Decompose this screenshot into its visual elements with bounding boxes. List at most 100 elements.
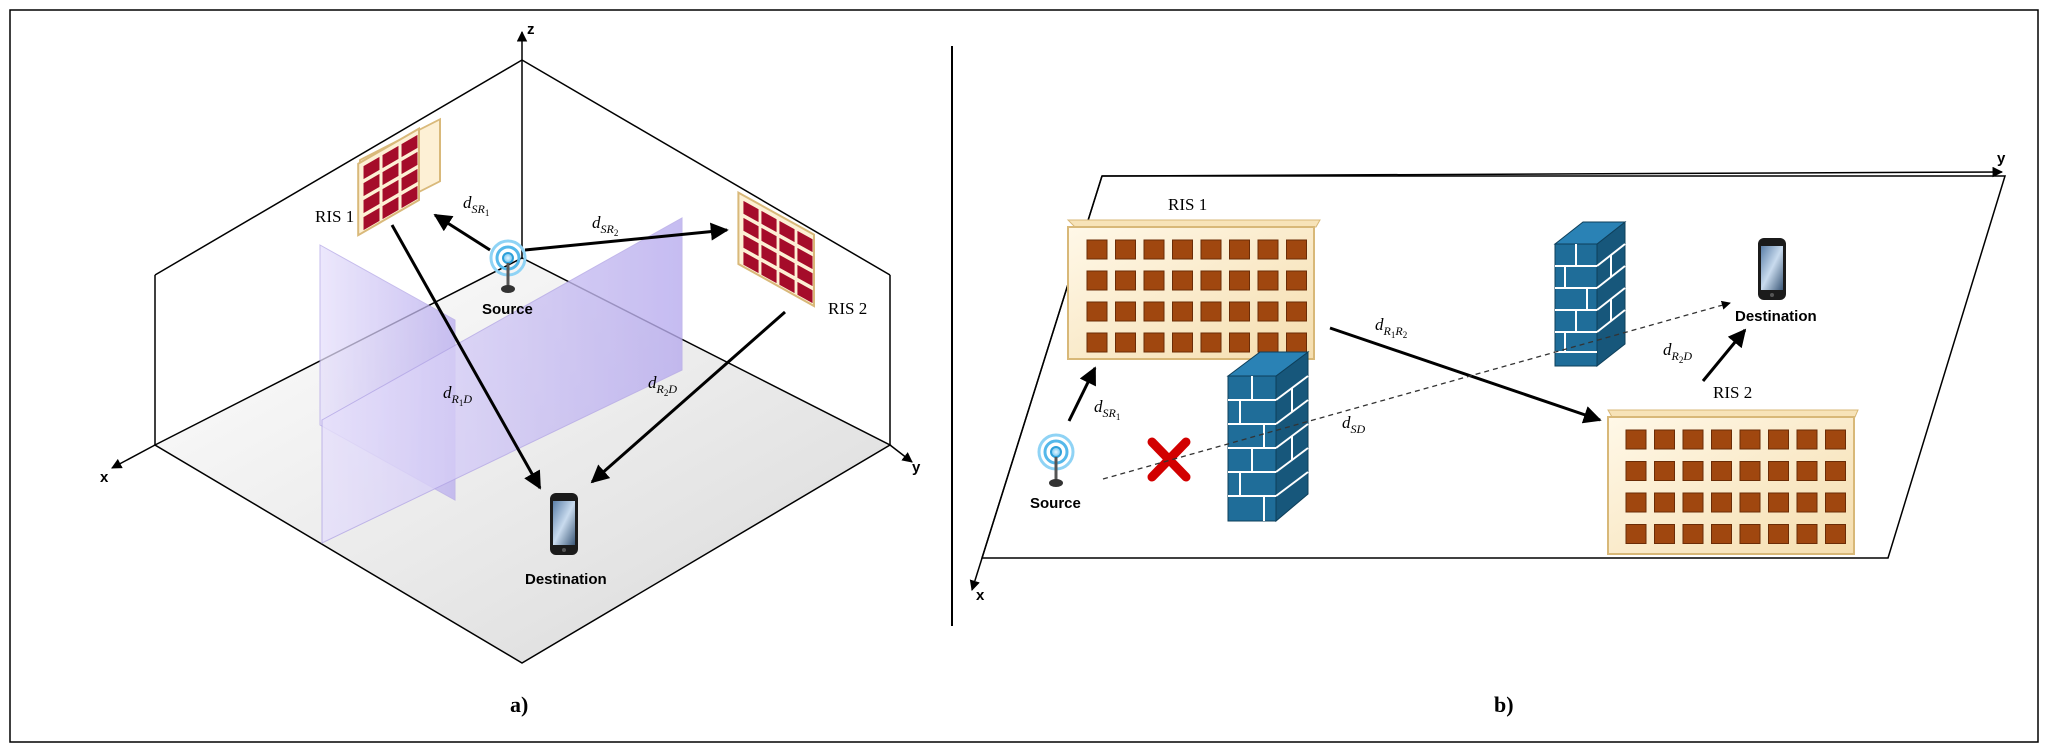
ris-1-element (1115, 332, 1136, 353)
ris-2-element (1654, 429, 1675, 450)
brick-wall-2 (1553, 220, 1627, 368)
ris-2-element (743, 234, 759, 257)
ris-1-element (1286, 301, 1307, 322)
ris-2-element (1825, 461, 1846, 481)
ris-2-elements (1625, 429, 1846, 544)
ris-1-element (1115, 301, 1136, 322)
destination-phone (550, 493, 578, 555)
y-axis (1101, 166, 2004, 178)
link-ris1-destination (390, 224, 542, 490)
ris-2-element (1654, 492, 1675, 513)
ris-1-element (1172, 239, 1193, 260)
ris-2-element (1739, 461, 1761, 481)
source-label: Source (1030, 495, 1081, 512)
ris-1-element (1200, 239, 1222, 260)
ris-1-element (1257, 301, 1279, 322)
ris-1-element (1257, 239, 1279, 260)
panel-a: z x y RIS 1 RIS 2 Source (100, 21, 921, 717)
label-d-sr1: dSR1 (1094, 397, 1120, 422)
ris-2-element (761, 244, 777, 267)
ris-1-element (1086, 270, 1108, 291)
ris-1-element (1286, 270, 1307, 291)
wall-edge (521, 59, 891, 276)
ris-2-element (1654, 461, 1675, 481)
ris-1-element (1200, 332, 1222, 353)
x-axis (111, 444, 156, 469)
link-source-ris1 (1067, 366, 1097, 422)
ris-1-element (1086, 332, 1108, 353)
ris-2-element (1625, 524, 1647, 544)
link-ris1-ris2 (1329, 326, 1602, 424)
ris-1-element (1229, 332, 1250, 353)
ris-1-element (1229, 301, 1250, 322)
ris-1-elements (357, 126, 420, 237)
ris-1-label: RIS 1 (1168, 195, 1207, 214)
ris-2-element (743, 251, 759, 274)
ris-2-element (1682, 429, 1704, 450)
label-d-r2d: dR2D (648, 373, 677, 398)
ris-2-element (1625, 461, 1647, 481)
label-d-r2d: dR2D (1663, 340, 1692, 365)
ris-1-element (1229, 239, 1250, 260)
ris-2-element (1711, 524, 1732, 544)
ris-1-element (401, 168, 418, 192)
y-axis (889, 444, 913, 463)
ris-1-element (1143, 270, 1165, 291)
ris-1-label: RIS 1 (315, 207, 354, 226)
ris-1-element (1086, 239, 1108, 260)
ris-2-element (797, 264, 813, 287)
ris-1-element (1172, 301, 1193, 322)
ris-2-element (1654, 524, 1675, 544)
ris-2-element (1796, 492, 1818, 513)
ris-1-element (401, 134, 418, 158)
ris-1-element (363, 207, 380, 231)
ris-1-element (382, 196, 399, 220)
ris-1-element (382, 145, 399, 169)
ris-1-element (1286, 239, 1307, 260)
ris-2-element (1825, 492, 1846, 513)
ris-2-element (779, 220, 795, 243)
link-source-ris2 (524, 222, 729, 252)
ris-2-element (797, 247, 813, 270)
ris-2-element (761, 261, 777, 284)
brick-wall-1 (1226, 351, 1310, 523)
ris-1-element (1257, 332, 1279, 353)
ris-1-element (1172, 332, 1193, 353)
ris-2-element (1682, 524, 1704, 544)
ris-2-element (1711, 492, 1732, 513)
label-d-sr2: dSR2 (592, 213, 618, 238)
panel-a-caption: a) (510, 692, 528, 717)
ris-1-element (1143, 239, 1165, 260)
ris-1-element (1143, 332, 1165, 353)
ris-2-label: RIS 2 (828, 299, 867, 318)
ris-1-element (363, 156, 380, 180)
ris-2-element (1739, 429, 1761, 450)
source-antenna (1037, 433, 1075, 487)
y-axis-label: y (1997, 150, 2006, 167)
partition-wall-2 (321, 217, 683, 544)
wall-edge (154, 59, 523, 276)
source-label: Source (482, 301, 533, 318)
ris-2-element (1682, 461, 1704, 481)
ris-1-element (1257, 270, 1279, 291)
ris-1-element (1200, 270, 1222, 291)
ris-1-element (1172, 270, 1193, 291)
ris-2-element (1825, 524, 1846, 544)
link-ris2-destination (590, 310, 786, 484)
ris-2-element (797, 230, 813, 253)
y-axis-label: y (912, 459, 921, 476)
destination-phone (1758, 238, 1786, 300)
ris-2-element (779, 254, 795, 277)
link-ris2-destination (1701, 328, 1747, 382)
source-antenna (489, 239, 527, 293)
outer-frame (9, 9, 2039, 743)
ris-2-element (761, 227, 777, 250)
ris-1-element (1115, 270, 1136, 291)
ris-2-element (1796, 429, 1818, 450)
x-axis-label: x (976, 587, 985, 604)
ris-1-element (1286, 332, 1307, 353)
ris-2-element (1711, 429, 1732, 450)
ris-2-element (743, 200, 759, 223)
destination-label: Destination (525, 571, 607, 588)
